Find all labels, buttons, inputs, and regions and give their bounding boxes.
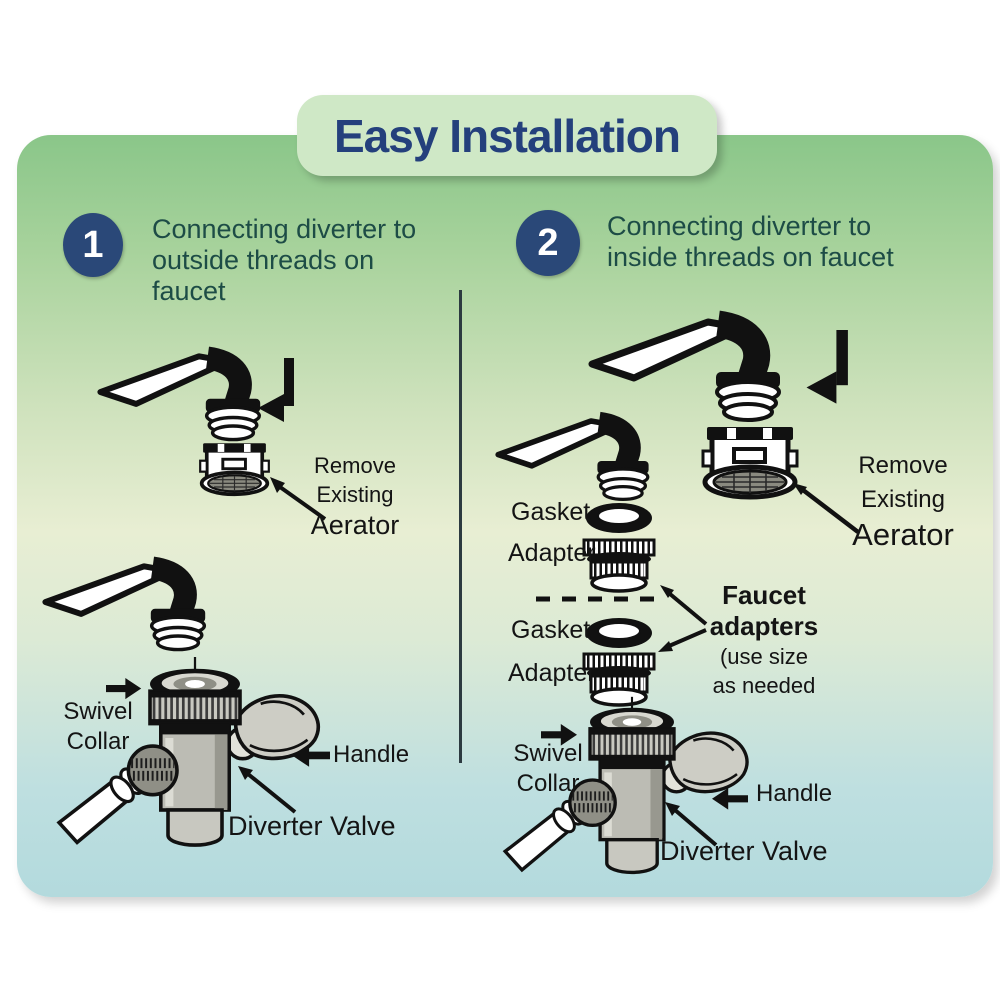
- page-title: Easy Installation: [333, 109, 681, 162]
- aerator-pointer-step1: [270, 477, 327, 521]
- label-line: Remove: [858, 452, 948, 479]
- aerator-pointer-step2: [793, 483, 860, 534]
- swivel-collar-arrow-step1: [106, 678, 142, 700]
- label-line: Swivel: [63, 698, 133, 725]
- remove-existing-aerator-label-step1: Remove Existing Aerator: [303, 451, 407, 541]
- diverter-valve-pointer-step2: [665, 802, 718, 847]
- label-line: Existing: [316, 482, 394, 507]
- swivel-collar-label-step1: Swivel Collar: [52, 697, 144, 757]
- step2-number-badge: 2: [516, 210, 580, 276]
- label-line: Aerator: [310, 510, 400, 540]
- step2-number: 2: [537, 221, 559, 264]
- label-line: Faucet: [722, 580, 806, 610]
- adapter-label-bottom: Adapter: [508, 659, 596, 687]
- diverter-valve-label-step1: Diverter Valve: [228, 811, 396, 841]
- handle-label-step1: Handle: [333, 741, 410, 768]
- gasket-illustration-bottom: [585, 617, 653, 649]
- step1-number: 1: [82, 223, 104, 266]
- step2-heading: Connecting diverter to inside threads on…: [607, 211, 894, 272]
- swivel-collar-label-step2: Swivel Collar: [503, 739, 593, 799]
- label-line: Remove: [314, 453, 396, 478]
- faucet-illustration-step2-left: [498, 421, 648, 499]
- unscrew-arrow-step2: [806, 330, 848, 404]
- faucet-adapters-pointer-lower: [658, 628, 707, 652]
- label-line: (use size: [719, 644, 809, 669]
- aerator-illustration-step2: [703, 427, 797, 497]
- gasket-label-top: Gasket: [511, 498, 591, 526]
- faucet-adapters-pointer-upper: [660, 585, 708, 626]
- unscrew-arrow-step1: [258, 358, 294, 422]
- diverter-valve-label-step2: Diverter Valve: [660, 836, 828, 866]
- gasket-label-bottom: Gasket: [511, 616, 591, 644]
- step1-number-badge: 1: [63, 213, 123, 277]
- label-line: adapters: [709, 611, 819, 641]
- diverter-valve-pointer-step1: [238, 766, 297, 814]
- faucet-illustration-step1: [100, 356, 260, 439]
- label-line: Aerator: [852, 517, 954, 552]
- aerator-illustration-step1: [198, 441, 271, 497]
- faucet-adapters-label: Faucet adapters (use size as needed: [695, 580, 833, 700]
- label-line: Collar: [516, 770, 580, 797]
- handle-label-step2: Handle: [756, 780, 833, 807]
- step1-heading: Connecting diverter to outside threads o…: [152, 214, 417, 306]
- faucet-illustration-step2-right: [592, 322, 780, 420]
- label-line: as needed: [712, 673, 816, 698]
- adapter-label-top: Adapter: [508, 539, 596, 567]
- title-banner: Easy Installation: [297, 95, 717, 176]
- label-line: Swivel: [513, 740, 583, 767]
- gasket-illustration-top: [585, 502, 653, 534]
- label-line: Existing: [860, 486, 946, 513]
- label-line: Collar: [66, 728, 130, 755]
- column-divider: [459, 290, 462, 763]
- remove-existing-aerator-label-step2: Remove Existing Aerator: [843, 449, 963, 553]
- faucet-illustration-step1-lower: [45, 566, 205, 649]
